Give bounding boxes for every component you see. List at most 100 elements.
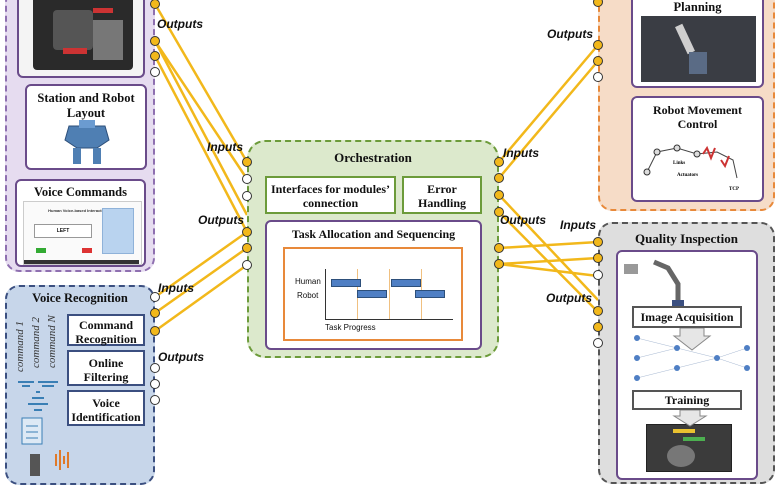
voice-tool-stop-button xyxy=(82,248,92,253)
links-label: Links xyxy=(673,161,685,166)
gantt-row-robot: Robot xyxy=(297,291,319,300)
port-empty xyxy=(150,67,160,77)
camera-image-box xyxy=(17,0,145,78)
port-in xyxy=(150,326,160,336)
voice-recognition-title: Voice Recognition xyxy=(32,291,128,305)
port-in xyxy=(593,56,603,66)
station-photo xyxy=(33,0,133,70)
voice-commands-title: Voice Commands xyxy=(34,185,127,199)
gantt-bar xyxy=(357,290,387,298)
wire xyxy=(153,40,249,216)
online-filtering-box: Online Filtering xyxy=(67,350,145,386)
port-empty xyxy=(242,191,252,201)
station-layout-box: Station and Robot Layout xyxy=(25,84,147,170)
gantt-bar xyxy=(391,279,421,287)
outputs-label: Outputs xyxy=(198,213,244,227)
port-empty xyxy=(150,363,160,373)
command-recognition-box: Command Recognition xyxy=(67,314,145,346)
inputs-label: Inputs xyxy=(158,281,194,295)
gantt-bar xyxy=(415,290,445,298)
planning-title: Planning xyxy=(673,0,722,14)
wire xyxy=(153,40,249,180)
task-allocation-title: Task Allocation and Sequencing xyxy=(291,227,456,241)
error-handling-box: Error Handling xyxy=(402,176,482,214)
wire xyxy=(498,194,599,301)
port-out xyxy=(150,51,160,61)
down-arrow-icon xyxy=(672,410,708,427)
port-empty xyxy=(593,72,603,82)
port-in xyxy=(494,157,504,167)
port-empty xyxy=(150,292,160,302)
station-layout-title: Station and Robot Layout xyxy=(37,91,135,120)
port-in xyxy=(494,190,504,200)
voice-tool-title: Human Voice-based Interaction Tool xyxy=(48,208,117,213)
port-out xyxy=(242,243,252,253)
inspection-result-photo xyxy=(646,424,732,472)
command-n-label: command N xyxy=(46,315,58,368)
port-in xyxy=(494,207,504,217)
wire xyxy=(498,60,599,179)
robot-camera-illustration xyxy=(624,259,684,308)
quality-pipeline-box xyxy=(616,250,758,480)
port-out xyxy=(593,322,603,332)
robot-movement-title: Robot Movement Control xyxy=(653,103,742,131)
planning-box: Planning xyxy=(631,0,764,88)
outputs-label: Outputs xyxy=(546,291,592,305)
neural-network-illustration xyxy=(634,328,750,381)
robot-movement-box: Robot Movement Control Links Actuators T… xyxy=(631,96,764,202)
voice-tool-dropdown: LEFT xyxy=(34,224,92,238)
voice-tool-start-button xyxy=(36,248,46,253)
port-empty xyxy=(242,174,252,184)
voice-tool-command-list xyxy=(102,208,134,254)
command-2-label: command 2 xyxy=(30,316,42,368)
outputs-label: Outputs xyxy=(500,213,546,227)
wire xyxy=(153,3,249,163)
orchestration-title: Orchestration xyxy=(334,150,412,165)
port-in xyxy=(593,237,603,247)
wire xyxy=(154,246,248,315)
outputs-label: Outputs xyxy=(157,17,203,31)
outputs-label: Outputs xyxy=(547,27,593,41)
outputs-label: Outputs xyxy=(158,350,204,364)
wire xyxy=(498,240,599,250)
inputs-label: Inputs xyxy=(503,146,539,160)
wire xyxy=(498,262,599,278)
voice-wave-illustration xyxy=(18,381,69,476)
port-empty xyxy=(150,379,160,389)
wire xyxy=(498,44,599,163)
inputs-label: Inputs xyxy=(560,218,596,232)
connection-wires xyxy=(153,3,599,333)
port-out xyxy=(593,306,603,316)
port-empty xyxy=(593,270,603,280)
inputs-label: Inputs xyxy=(207,140,243,154)
port-in xyxy=(593,40,603,50)
port-empty xyxy=(593,338,603,348)
interfaces-box: Interfaces for modules’ connection xyxy=(265,176,396,214)
image-acquisition-box: Image Acquisition xyxy=(632,306,742,328)
voice-commands-box: Voice Commands Human Voice-based Interac… xyxy=(15,179,146,267)
port-out xyxy=(150,0,160,9)
voice-identification-box: Voice Identification xyxy=(67,390,145,426)
gantt-bar xyxy=(331,279,361,287)
port-in xyxy=(150,308,160,318)
tcp-label: TCP xyxy=(729,187,739,192)
actuators-label: Actuators xyxy=(677,173,698,178)
port-empty xyxy=(242,260,252,270)
training-box: Training xyxy=(632,390,742,410)
voice-tool-screenshot: Human Voice-based Interaction Tool LEFT xyxy=(23,201,142,265)
wire xyxy=(498,256,599,266)
port-out xyxy=(494,259,504,269)
gantt-row-human: Human xyxy=(295,277,321,286)
quality-inspection-title: Quality Inspection xyxy=(635,231,738,246)
port-out xyxy=(150,36,160,46)
port-in xyxy=(242,157,252,167)
port-in xyxy=(593,253,603,263)
wire xyxy=(154,263,248,333)
port-in xyxy=(494,173,504,183)
robot-layout-illustration xyxy=(64,120,110,164)
gantt-xlabel: Task Progress xyxy=(325,323,376,332)
gantt-chart: Human Robot Task Progress xyxy=(283,247,463,341)
wire xyxy=(154,230,248,299)
planning-render xyxy=(641,16,756,82)
port-out xyxy=(494,243,504,253)
